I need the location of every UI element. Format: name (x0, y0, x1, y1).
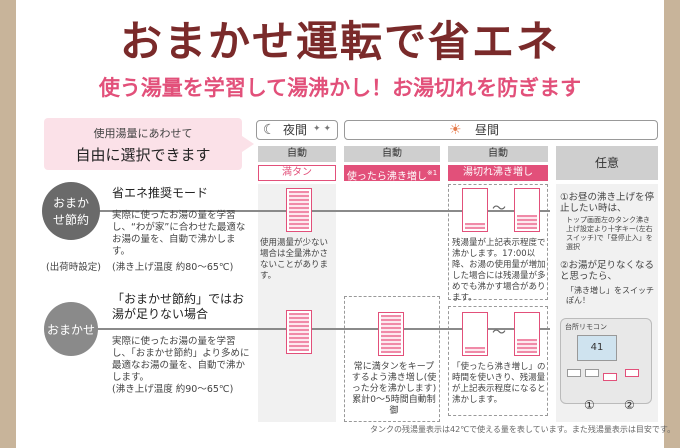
mode2-name: 「おまかせ節約」ではお湯が足りない場合 (112, 292, 252, 322)
header-night: ☾ 夜間 ✦ ✦ (256, 120, 338, 140)
header-day: ☀ 昼間 (344, 120, 658, 140)
callout-box: 使用湯量にあわせて 自由に選択できます (44, 118, 254, 170)
moon-icon: ☾ (263, 122, 276, 138)
cross-key-button[interactable] (603, 373, 617, 381)
mode1-temp: (沸き上げ温度 約80〜65℃) (112, 262, 234, 273)
page-subtitle: 使う湯量を学習して湯沸かし！お湯切れを防ぎます (98, 76, 582, 100)
col3-note2: 「使ったら沸き増し」の時間を使いきり、残湯量が上記表示程度になると沸かします。 (452, 362, 546, 405)
reheat-button[interactable] (625, 369, 639, 377)
tank-mid-icon (514, 188, 540, 232)
marker-2: ② (624, 398, 635, 412)
tank-full-icon (286, 188, 312, 232)
tank-mid-icon-2 (514, 312, 540, 356)
mode2-circle: おまかせ (44, 302, 98, 356)
remote-button[interactable] (567, 369, 581, 377)
header-day-label: 昼間 (475, 123, 500, 137)
col4-note2b: 「沸き増し」をスイッチぽん！ (566, 286, 654, 305)
mode1-desc: 実際に使ったお湯の量を学習し、“わが家”に合わせた最適なお湯の量を、自動で沸かし… (112, 210, 246, 257)
header-night-label: 夜間 (283, 123, 308, 137)
remote-screen: 41 (577, 335, 617, 361)
col2-sub: 使ったら沸き増し※1 (344, 165, 440, 183)
tank-low-icon-2 (462, 312, 488, 356)
row2-line (80, 328, 550, 330)
marker-1: ① (584, 398, 595, 412)
col1-note: 使用湯量が少ない場合は全量沸かさないことがあります。 (260, 238, 329, 281)
mode1-circle-text: おまかせ節約 (52, 196, 89, 227)
mode2-desc: 実際に使ったお湯の量を学習し、「おまかせ節約」より多めに最適なお湯の量を、自動で… (112, 336, 250, 383)
remote-label: 台所リモコン (565, 323, 607, 331)
col1-sub: 満タン (258, 165, 336, 181)
footnote: タンクの残湯量表示は42℃で使える量を表しています。また残湯量表示は目安です。 (370, 425, 676, 434)
tank-full-icon-3 (378, 312, 404, 356)
col2-sub-note: ※1 (426, 169, 438, 177)
tank-low-icon (462, 188, 488, 232)
right-frame (664, 0, 680, 448)
tilde-icon-2: 〜 (492, 325, 506, 341)
tilde-icon: 〜 (492, 201, 506, 217)
row1-line (80, 210, 550, 212)
stars-icon: ✦ ✦ (313, 124, 331, 134)
col2-tag: 自動 (344, 146, 440, 162)
mode1-circle: おまかせ節約 (42, 182, 100, 240)
mode2-temp: (沸き上げ温度 約90〜65℃) (112, 384, 234, 395)
col4-note1b: トップ画面左のタンク沸き上げ設定より十字キー(左右スイッチ)で「昼停止入」を選択 (566, 216, 653, 251)
kitchen-remote: 台所リモコン 41 (560, 318, 652, 404)
col4-tag: 任意 (556, 146, 658, 180)
col1-tag: 自動 (258, 146, 336, 162)
remote-button[interactable] (585, 369, 599, 377)
mode1-default: (出荷時設定) (46, 262, 101, 273)
col4-note2: ②お湯が足りなくなると思ったら、 (560, 260, 655, 282)
callout-line1: 使用湯量にあわせて (93, 127, 193, 140)
col2-sub-text: 使ったら沸き増し (346, 171, 427, 183)
mode1-name: 省エネ推奨モード (112, 186, 213, 201)
callout-line2: 自由に選択できます (75, 146, 211, 164)
tank-full-icon-2 (286, 310, 312, 354)
col3-tag: 自動 (448, 146, 548, 162)
col3-note1: 残湯量が上記表示程度で沸かします。17:00以降、お湯の使用量が増加した場合には… (452, 238, 546, 303)
page-title: おまかせ運転で省エネ (119, 17, 560, 66)
col3-sub: 湯切れ沸き増し (448, 165, 548, 181)
col2-note: 常に満タンをキープするよう沸き増し(使った分を沸かします)累計0〜5時間自動制御 (351, 362, 437, 416)
sun-icon: ☀ (449, 122, 462, 138)
col4-note1: ①お昼の沸き上げを停止したい時は、 (560, 192, 655, 214)
left-frame (0, 0, 16, 448)
